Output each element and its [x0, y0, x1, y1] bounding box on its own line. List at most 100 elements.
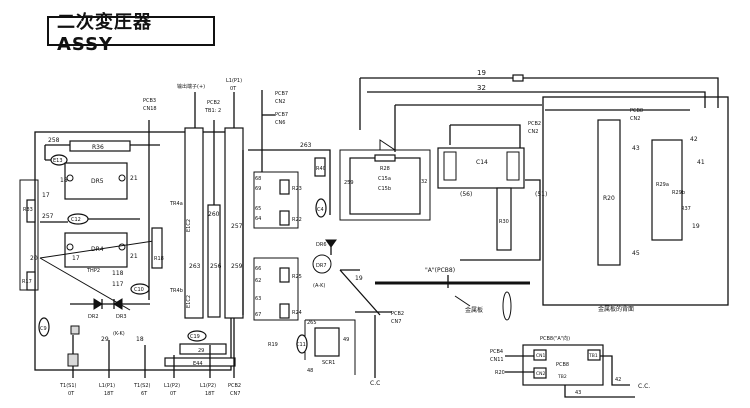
- wire-label-45: 45: [632, 250, 640, 257]
- resistor-r30: [496, 187, 512, 251]
- inset-cn2: [533, 367, 547, 379]
- label-pcb7a-cn: CN2: [275, 99, 285, 105]
- scr1: [314, 327, 340, 357]
- label-r29b: R29b: [672, 190, 685, 196]
- wire-label-41: 41: [697, 159, 705, 166]
- capacitor-c19: [187, 330, 207, 342]
- label-r29a: R29a: [656, 182, 669, 188]
- terminal-66: 66: [255, 266, 261, 272]
- inset-right-wires: [564, 355, 635, 398]
- diode-block-dr5: [64, 162, 128, 200]
- dr7-wires: [330, 247, 381, 316]
- label-c15a: C15a: [378, 176, 391, 182]
- label-c4: C4: [317, 207, 324, 213]
- label-r20: R20: [603, 195, 615, 202]
- wire-label-257b: 257: [231, 223, 243, 230]
- wire-label-43: 43: [632, 145, 640, 152]
- terminal-62: 62: [255, 278, 261, 284]
- top-wire-connector: [512, 74, 524, 82]
- wire-label-19b: 19: [355, 275, 363, 282]
- label-dr7: DR7: [316, 263, 327, 269]
- terminal-64: 64: [255, 216, 261, 222]
- wire-label-21b: 21: [130, 253, 138, 260]
- terminal-68: 68: [255, 176, 261, 182]
- label-pcb7a: PCB7: [275, 91, 288, 97]
- resistor-r23: [279, 179, 290, 195]
- label-c11: C11: [296, 342, 306, 348]
- terminal-63: 63: [255, 296, 261, 302]
- wire-263: [248, 149, 331, 215]
- label-pcb8: PCB8: [630, 108, 643, 114]
- terminal-block-left: [70, 325, 80, 335]
- label-r36: R36: [92, 144, 104, 151]
- capacitor-c11: [296, 334, 308, 354]
- label-c15b: C15b: [378, 186, 391, 192]
- label-tr4b: TR4b: [169, 288, 183, 294]
- wire-c14-right: [460, 179, 541, 261]
- inset-cc: C.C.: [638, 383, 650, 390]
- label-pcb2-cn7-b: CN7: [391, 319, 401, 325]
- resistor-r44: [164, 357, 236, 367]
- label-r18: R18: [154, 256, 164, 262]
- label-e1c2b: E1C2: [186, 295, 192, 308]
- transformer-bar-left: [184, 127, 204, 319]
- capacitor-c4: [315, 198, 327, 218]
- metal-plate-back-frame: [542, 96, 729, 306]
- wire-32-top: [367, 91, 706, 108]
- bottom-label-6b: CN7: [230, 391, 240, 397]
- wire-label-258: 258: [48, 137, 60, 144]
- wire-label-256: 256: [210, 263, 222, 270]
- label-l1-top: L1(P1): [226, 78, 242, 84]
- wire-257: [40, 218, 140, 223]
- label-scr1: SCR1: [322, 360, 335, 366]
- bottom-label-5b: 18T: [205, 391, 215, 397]
- label-pcb8-cn: CN2: [630, 116, 640, 122]
- label-output-terminal: 输出端子(+): [177, 83, 205, 90]
- inset-label-tb2: TB2: [557, 374, 567, 380]
- resistor-r22: [279, 210, 290, 226]
- wire-label-32: 32: [477, 84, 486, 92]
- wire-label-29: 29: [101, 336, 109, 343]
- metal-plate-leader: [454, 295, 471, 307]
- dr5-terminal-right: [118, 174, 126, 182]
- label-dr3: DR3: [116, 314, 127, 320]
- resistor-r28: [374, 154, 396, 162]
- wire-label-18a: 18: [136, 336, 144, 343]
- inset-wire-42: 42: [615, 377, 621, 383]
- label-l1-top-t: 0T: [230, 86, 237, 92]
- terminal-65: 65: [255, 206, 261, 212]
- label-r37: R37: [681, 206, 691, 212]
- c14-terminal-right: [506, 151, 520, 181]
- bottom-label-3a: T1(S2): [133, 383, 151, 389]
- label-pcb2-tb: TB1: 2: [204, 108, 221, 114]
- inset-label-cn2: CN2: [536, 371, 546, 377]
- label-r23: R23: [292, 186, 302, 192]
- diode-dr2-symbol: [93, 298, 103, 310]
- label-c9: C9: [40, 326, 47, 332]
- label-pcb7b: PCB7: [275, 112, 288, 118]
- label-e13: E13: [53, 158, 63, 164]
- label-k-k: (K-K): [113, 331, 125, 337]
- note-metal-plate: 金属板: [465, 306, 483, 314]
- note-metal-plate-back: 金属板的背面: [598, 305, 634, 313]
- inset-label-pcb8: PCB8: [556, 362, 569, 368]
- wire-label-118: 118: [112, 270, 124, 277]
- wire-label-42: 42: [690, 136, 698, 143]
- label-r33: R33: [23, 207, 33, 213]
- label-c14: C14: [476, 159, 488, 166]
- capacitor-c14: [437, 147, 525, 189]
- c14-terminal-left: [443, 151, 457, 181]
- wire-label-17b: 17: [72, 255, 80, 262]
- resistor-r33: [26, 199, 36, 223]
- label-dr5: DR5: [91, 178, 104, 185]
- label-pcb2-cn7-a: PCB2: [391, 311, 404, 317]
- resistor-r40: [314, 157, 326, 177]
- note-cc1: C.C: [370, 380, 380, 387]
- resistor-r25: [279, 267, 290, 283]
- bottom-label-2b: 18T: [104, 391, 114, 397]
- dr5-terminal-left: [66, 174, 74, 182]
- label-c19: C19: [190, 334, 200, 340]
- capacitor-c15-body: [349, 157, 421, 215]
